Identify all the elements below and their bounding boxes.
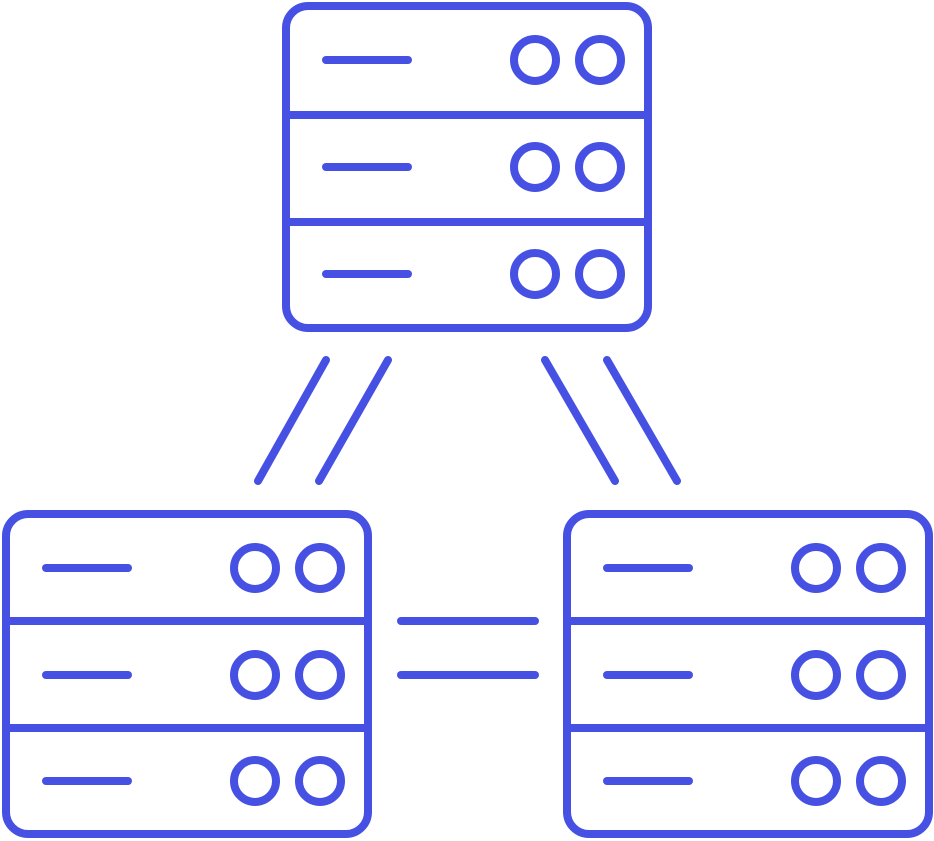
server-bottom-left-frame — [2, 510, 372, 838]
server-bottom-left-unit-1-led-1 — [230, 543, 280, 593]
link-top-to-bottom-left — [254, 356, 392, 485]
link-bottom-left-to-bottom-right — [397, 617, 539, 679]
server-bottom-right-unit-1-led-2 — [856, 543, 906, 593]
server-bottom-left — [2, 510, 372, 838]
server-top-unit-3-led-2 — [575, 249, 625, 299]
server-top-unit-2-led-2 — [575, 142, 625, 192]
server-bottom-left-unit-3-led-1 — [230, 756, 280, 806]
server-bottom-right-unit-3-led-2 — [856, 756, 906, 806]
link-top-to-bottom-left-line-1 — [254, 356, 330, 485]
server-top-unit-1-led-2 — [575, 35, 625, 85]
server-top — [282, 2, 652, 332]
server-bottom-right-unit-2-led-2 — [856, 650, 906, 700]
server-top-frame — [282, 2, 652, 332]
server-bottom-right — [563, 510, 933, 838]
server-bottom-right-unit-3-led-1 — [791, 756, 841, 806]
server-top-unit-2-led-1 — [510, 142, 560, 192]
server-bottom-left-unit-2-led-1 — [230, 650, 280, 700]
server-bottom-left-unit-3-led-2 — [295, 756, 345, 806]
server-bottom-right-unit-1-led-1 — [791, 543, 841, 593]
link-top-to-bottom-right-line-2 — [603, 356, 681, 485]
server-bottom-right-unit-2-led-1 — [791, 650, 841, 700]
server-top-unit-1-led-1 — [510, 35, 560, 85]
server-bottom-left-unit-1-led-2 — [295, 543, 345, 593]
server-bottom-left-unit-2-led-2 — [295, 650, 345, 700]
server-bottom-right-frame — [563, 510, 933, 838]
link-top-to-bottom-right-line-1 — [541, 356, 619, 485]
server-top-unit-3-led-1 — [510, 249, 560, 299]
link-top-to-bottom-left-line-2 — [315, 356, 392, 485]
link-top-to-bottom-right — [541, 356, 681, 485]
